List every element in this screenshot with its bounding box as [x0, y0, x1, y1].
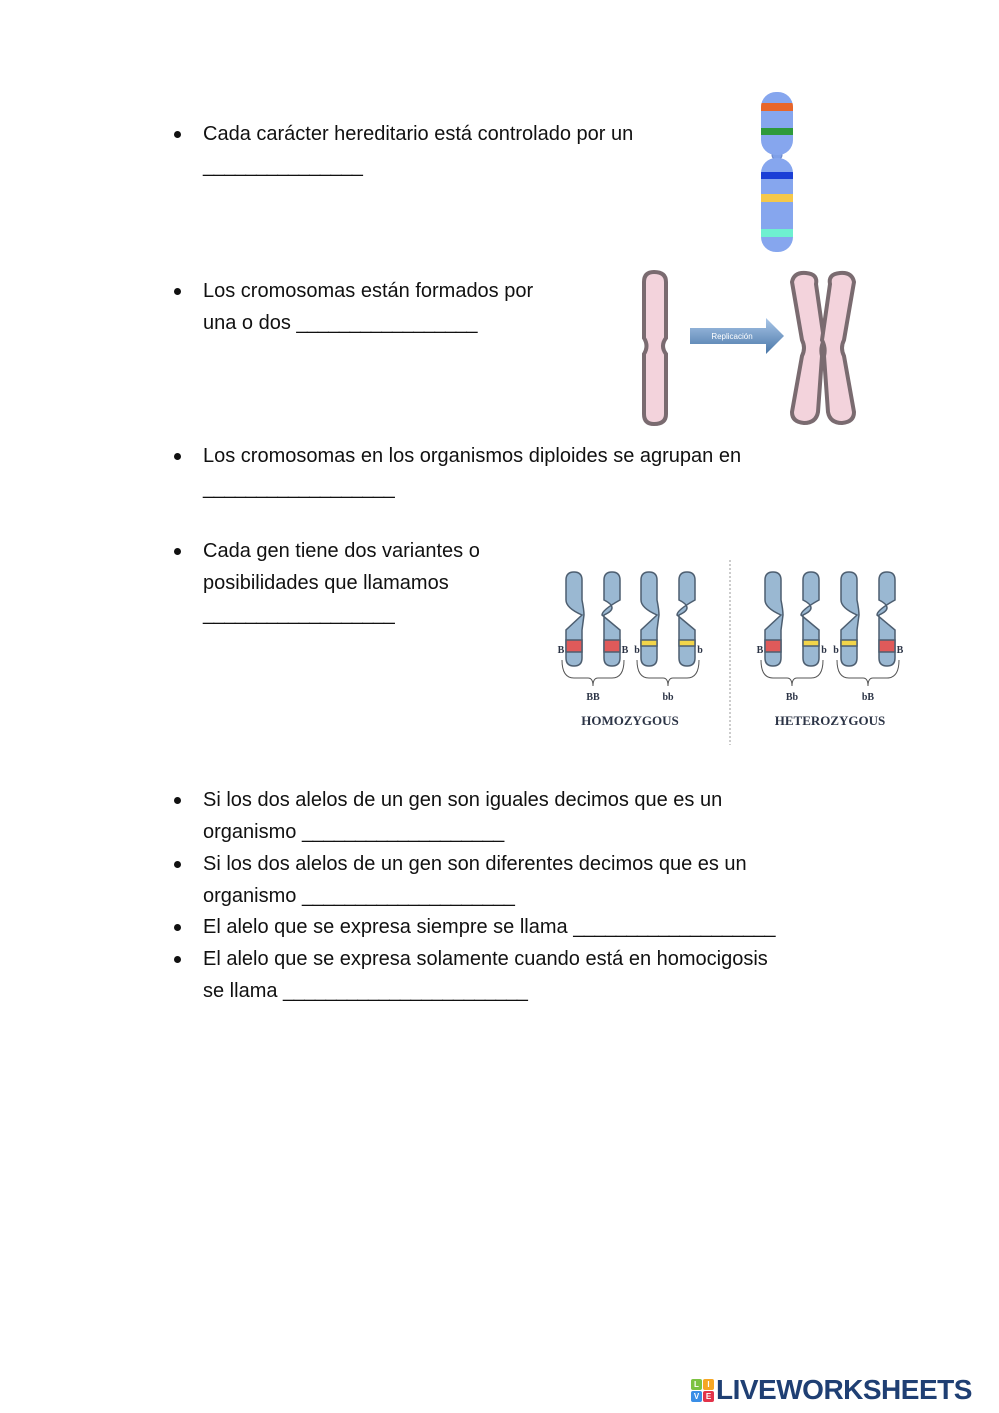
- question-text: una o dos: [203, 311, 291, 334]
- question-text: Cada carácter hereditario está controlad…: [203, 123, 634, 145]
- question-text: posibilidades que llamamos: [203, 571, 449, 594]
- question-text: Los cromosomas en los organismos diploid…: [203, 445, 742, 467]
- logo-tile: I: [703, 1378, 714, 1390]
- question-text: El alelo que se expresa solamente cuando…: [203, 948, 768, 970]
- allele-label: B: [558, 645, 565, 656]
- question-text: organismo: [203, 884, 297, 907]
- question-6: Si los dos alelos de un gen son diferent…: [174, 849, 747, 912]
- allele-label: B: [622, 645, 629, 656]
- genotype-label: bB: [862, 692, 875, 703]
- question-3: Los cromosomas en los organismos diploid…: [173, 441, 742, 504]
- chromatid: [800, 571, 820, 667]
- answer-blank-3[interactable]: __________________: [203, 476, 395, 499]
- question-7: El alelo que se expresa siempre se llama…: [173, 912, 776, 944]
- logo-tile: L: [691, 1378, 702, 1390]
- chromatid: [640, 571, 660, 667]
- question-text: Si los dos alelos de un gen son diferent…: [203, 853, 747, 875]
- answer-blank-2[interactable]: _________________: [296, 311, 478, 334]
- question-text: Si los dos alelos de un gen son iguales …: [203, 789, 723, 811]
- allele-label: B: [757, 645, 764, 656]
- answer-blank-5[interactable]: ___________________: [301, 820, 504, 843]
- logo-tiles-icon: L I V E: [691, 1378, 714, 1402]
- question-text: Cada gen tiene dos variantes o: [203, 540, 480, 562]
- question-1: Cada carácter hereditario está controlad…: [173, 119, 634, 182]
- allele-band: [878, 639, 896, 653]
- allele-band: [565, 639, 583, 653]
- question-5: Si los dos alelos de un gen son iguales …: [173, 785, 723, 848]
- answer-blank-6[interactable]: ____________________: [301, 884, 515, 907]
- allele-band: [678, 639, 696, 647]
- allele-band: [603, 639, 621, 653]
- genotype-label: Bb: [786, 692, 799, 703]
- question-text: El alelo que se expresa siempre se llama: [203, 916, 568, 938]
- allele-label: b: [697, 645, 703, 656]
- allele-label: b: [821, 645, 827, 656]
- allele-label: b: [634, 645, 640, 656]
- banded-chromosome-image: [761, 92, 793, 252]
- answer-blank-7[interactable]: ___________________: [573, 916, 776, 938]
- logo-text: LIVEWORKSHEETS: [716, 1374, 972, 1405]
- question-4: Cada gen tiene dos variantes o posibilid…: [174, 536, 480, 631]
- allele-band: [640, 639, 658, 647]
- question-text: organismo: [203, 820, 297, 843]
- question-8: El alelo que se expresa solamente cuando…: [174, 944, 768, 1007]
- replication-diagram: Replicación: [642, 269, 857, 427]
- replication-label: Replicación: [711, 332, 752, 341]
- chromatid: [676, 571, 696, 667]
- genotype-label: BB: [586, 692, 600, 703]
- logo-tile: V: [691, 1390, 702, 1402]
- answer-blank-8[interactable]: _______________________: [283, 979, 528, 1002]
- allele-band: [764, 639, 782, 653]
- genotype-label: bb: [662, 692, 674, 703]
- answer-blank-1[interactable]: _______________: [203, 154, 363, 177]
- answer-blank-4[interactable]: __________________: [203, 603, 395, 625]
- logo-tile: E: [703, 1390, 714, 1402]
- question-text: se llama: [203, 979, 278, 1002]
- question-text: Los cromosomas están formados por: [203, 280, 534, 302]
- replication-arrow: [690, 318, 784, 354]
- chromatid: [840, 571, 860, 667]
- homozygous-label: HOMOZYGOUS: [581, 713, 679, 728]
- zygosity-diagram: B B b b B b b B BB bb Bb bB HOMOZYGOUS H…: [558, 560, 904, 745]
- allele-band: [840, 639, 858, 647]
- liveworksheets-logo: L I V E LIVEWORKSHEETS: [691, 1374, 972, 1406]
- heterozygous-label: HETEROZYGOUS: [775, 713, 886, 728]
- allele-band: [802, 639, 820, 647]
- question-2: Los cromosomas están formados por una o …: [173, 276, 534, 339]
- allele-label: B: [897, 645, 904, 656]
- allele-label: b: [833, 645, 839, 656]
